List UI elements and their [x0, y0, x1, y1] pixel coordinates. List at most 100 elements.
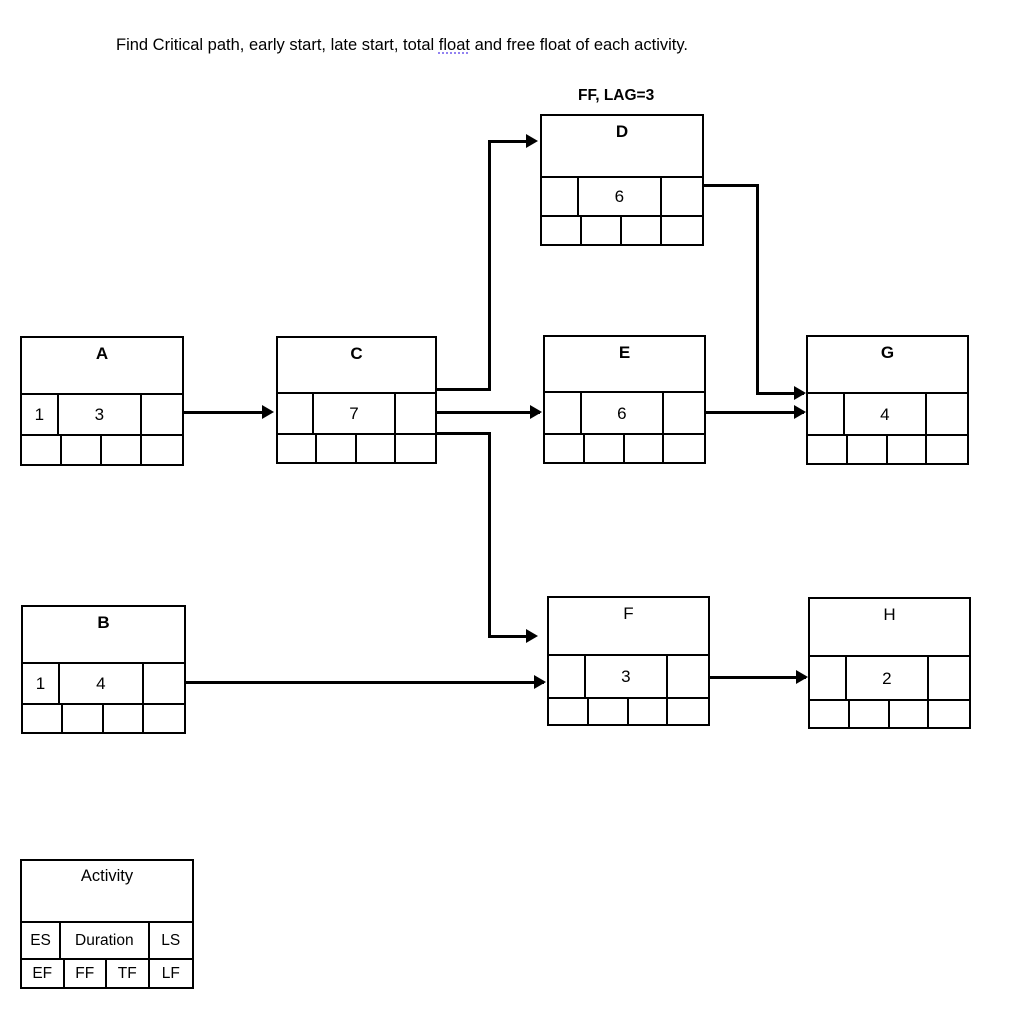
cell-tf[interactable]: [102, 436, 142, 464]
cell-ef[interactable]: [278, 435, 318, 462]
cell-lf[interactable]: [396, 435, 435, 462]
activity-node-g[interactable]: G 4: [806, 335, 969, 465]
arrow-head-icon: [794, 405, 806, 419]
cell-ff[interactable]: [63, 705, 104, 732]
arrow-head-icon: [534, 675, 546, 689]
edge-line: [756, 392, 804, 395]
cell-es[interactable]: [542, 178, 579, 215]
arrow-head-icon: [530, 405, 542, 419]
edge-line: [488, 635, 534, 638]
cell-es[interactable]: [810, 657, 847, 699]
cell-duration[interactable]: 6: [582, 393, 665, 433]
cell-lf[interactable]: [144, 705, 184, 732]
cell-ls[interactable]: [927, 394, 967, 434]
cell-ls[interactable]: [144, 664, 184, 703]
cell-ls[interactable]: [668, 656, 708, 697]
cell-es[interactable]: [549, 656, 586, 697]
cell-es[interactable]: [545, 393, 582, 433]
cell-ff[interactable]: [850, 701, 890, 729]
cell-ff[interactable]: [589, 699, 629, 726]
cell-es[interactable]: [808, 394, 845, 434]
arrow-head-icon: [794, 386, 806, 400]
legend-cell-es: ES: [22, 923, 62, 958]
node-title: F: [549, 598, 708, 656]
arrow-head-icon: [526, 134, 538, 148]
node-title: E: [545, 337, 704, 393]
edge-line: [184, 411, 270, 414]
cell-ef[interactable]: [549, 699, 589, 726]
node-title: H: [810, 599, 969, 657]
cell-duration[interactable]: 4: [60, 664, 144, 703]
activity-node-c[interactable]: C 7: [276, 336, 437, 464]
node-title: B: [23, 607, 184, 664]
cell-tf[interactable]: [890, 701, 930, 729]
edge-line: [710, 676, 806, 679]
activity-node-d[interactable]: D 6: [540, 114, 704, 246]
arrow-head-icon: [526, 629, 538, 643]
cell-duration[interactable]: 3: [586, 656, 669, 697]
cell-duration[interactable]: 4: [845, 394, 928, 434]
edge-line: [488, 140, 534, 143]
cell-lf[interactable]: [662, 217, 702, 244]
cell-tf[interactable]: [888, 436, 928, 463]
legend-cell-tf: TF: [107, 960, 150, 987]
cell-lf[interactable]: [664, 435, 704, 462]
legend-cell-duration: Duration: [61, 923, 150, 958]
cell-lf[interactable]: [929, 701, 969, 729]
edge-line: [756, 184, 759, 393]
cell-ff[interactable]: [582, 217, 622, 244]
cell-es[interactable]: [278, 394, 315, 433]
activity-node-a[interactable]: A 1 3: [20, 336, 184, 466]
node-title: C: [278, 338, 435, 394]
legend-cell-lf: LF: [161, 964, 180, 982]
legend-box: Activity ES Duration LS EF FF TF LF: [20, 859, 194, 989]
cell-duration[interactable]: 3: [59, 395, 142, 434]
cell-ff[interactable]: [317, 435, 357, 462]
legend-title: Activity: [22, 861, 192, 923]
edge-line: [706, 411, 804, 414]
legend-cell-ff: FF: [65, 960, 107, 987]
cell-duration[interactable]: 6: [579, 178, 662, 215]
edge-line: [488, 140, 491, 391]
cell-tf[interactable]: [625, 435, 665, 462]
cell-duration[interactable]: 2: [847, 657, 930, 699]
cell-ef[interactable]: [808, 436, 848, 463]
activity-node-b[interactable]: B 1 4: [21, 605, 186, 734]
cell-ff[interactable]: [848, 436, 888, 463]
cell-lf[interactable]: [142, 436, 182, 464]
cell-ls[interactable]: [662, 178, 702, 215]
cell-ef[interactable]: [545, 435, 585, 462]
cell-ls[interactable]: [396, 394, 435, 433]
cell-tf[interactable]: [629, 699, 669, 726]
cell-ef[interactable]: [810, 701, 850, 729]
cell-ef[interactable]: [542, 217, 582, 244]
prompt-text-part-2: and free float of each activity.: [469, 36, 688, 54]
node-title: A: [22, 338, 182, 395]
activity-node-e[interactable]: E 6: [543, 335, 706, 464]
cell-tf[interactable]: [357, 435, 396, 462]
cell-es[interactable]: 1: [23, 664, 61, 703]
arrow-head-icon: [796, 670, 808, 684]
node-title: G: [808, 337, 967, 394]
cell-ls[interactable]: [142, 395, 182, 434]
cell-ff[interactable]: [62, 436, 102, 464]
cell-ef[interactable]: [22, 436, 62, 464]
cell-ef[interactable]: [23, 705, 64, 732]
activity-node-f[interactable]: F 3: [547, 596, 710, 726]
cell-ls[interactable]: [664, 393, 704, 433]
cell-ff[interactable]: [585, 435, 625, 462]
legend-cell-ef: EF: [22, 960, 65, 987]
cell-lf[interactable]: [927, 436, 967, 463]
cell-lf[interactable]: [668, 699, 708, 726]
question-prompt: Find Critical path, early start, late st…: [116, 34, 688, 56]
edge-line: [436, 432, 490, 435]
edge-line: [436, 388, 490, 391]
activity-node-h[interactable]: H 2: [808, 597, 971, 729]
cell-duration[interactable]: 7: [314, 394, 396, 433]
cell-es[interactable]: 1: [22, 395, 59, 434]
edge-line: [488, 432, 491, 635]
cell-tf[interactable]: [622, 217, 662, 244]
cell-ls[interactable]: [929, 657, 969, 699]
cell-tf[interactable]: [104, 705, 144, 732]
